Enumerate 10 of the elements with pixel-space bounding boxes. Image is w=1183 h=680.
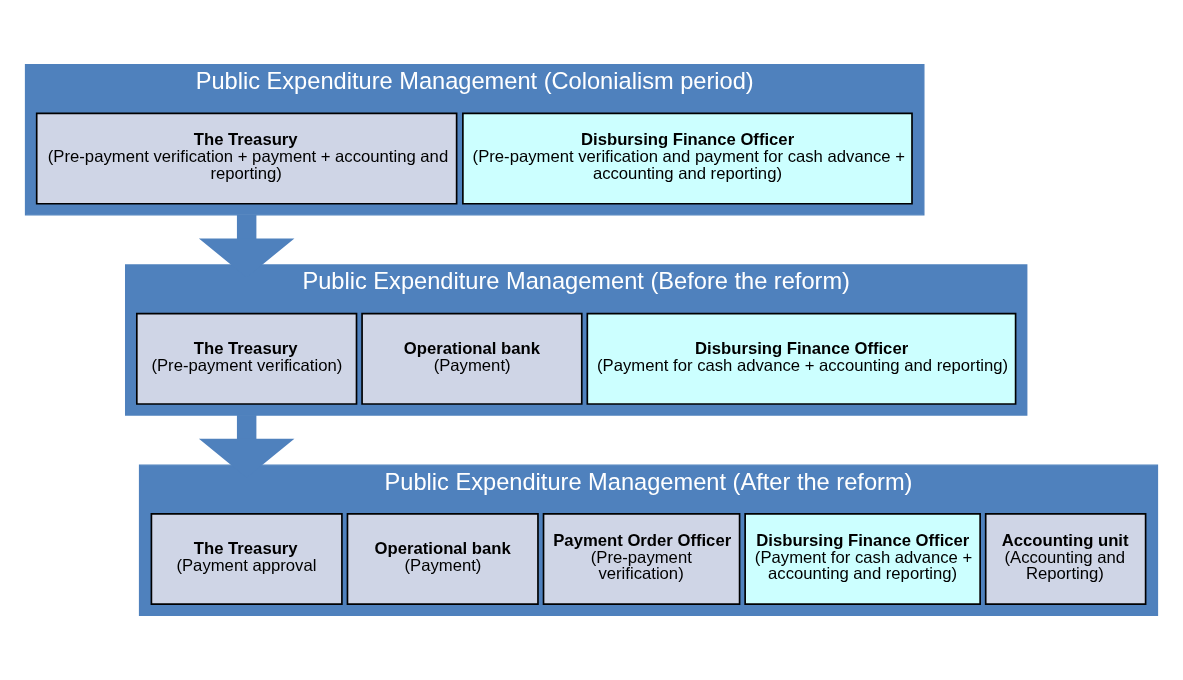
node-box: The Treasury (Pre-payment verification) (135, 312, 358, 405)
node-box: Operational bank (Payment) (346, 512, 539, 606)
node-box: Disbursing Finance Officer (Payment for cash advance + accounting and reporting) (586, 312, 1017, 405)
node-box: Accounting unit (Accounting and Reporting) (984, 512, 1147, 606)
node-box: The Treasury (Payment approval (150, 512, 343, 606)
node-box: The Treasury (Pre-payment verification + payment + accounting and reporting) (35, 112, 458, 205)
node-box: Disbursing Finance Officer (Payment for cash advance + accounting and reporting) (744, 512, 981, 606)
node-box: Payment Order Officer (Pre-payment verification) (542, 512, 741, 606)
node-box: Operational bank (Payment) (361, 312, 583, 405)
node-box: Disbursing Finance Officer (Pre-payment verification and payment for cash advance + accounting and reporting) (462, 112, 913, 205)
